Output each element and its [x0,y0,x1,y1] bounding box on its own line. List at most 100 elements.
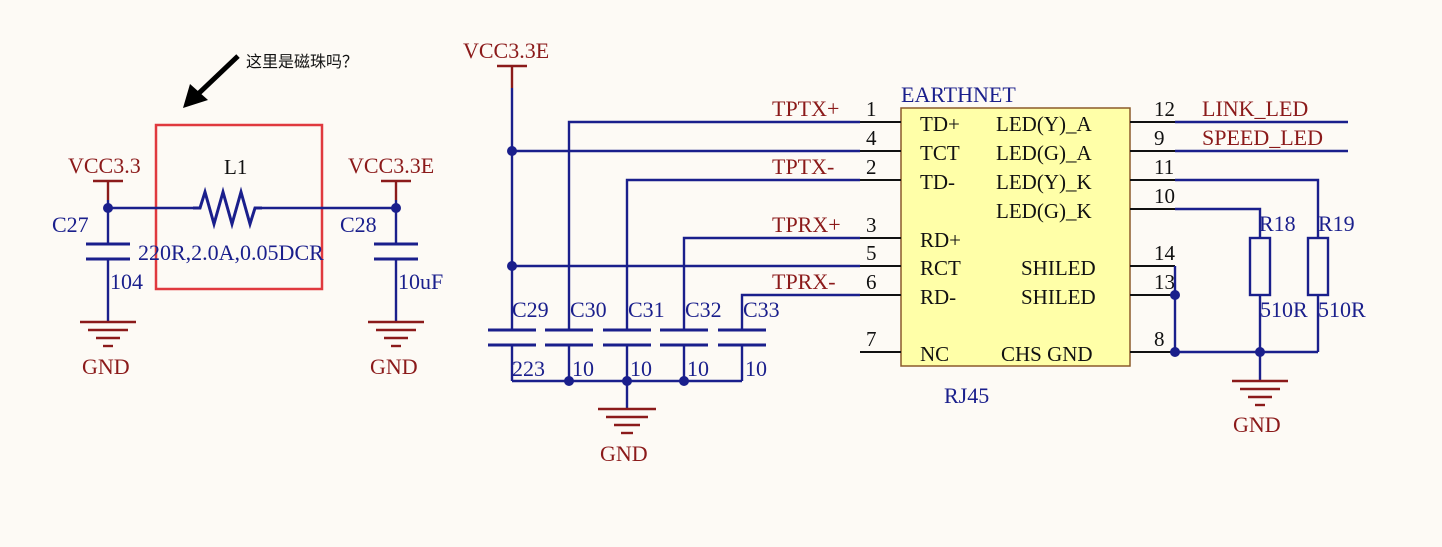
pin-14: 14 SHILED [1021,241,1176,280]
c31-ref: C31 [628,297,665,322]
capacitor-c33: C33 10 [718,297,780,381]
capacitor-c32: C32 10 [660,297,722,381]
pin-label: SHILED [1021,256,1096,280]
annotation-text: 这里是磁珠吗？ [246,52,358,71]
pin-7: 7 NC [860,327,949,366]
c30-value: 10 [572,356,594,381]
pin-label: RD+ [920,228,961,252]
connector-ref: RJ45 [944,383,989,408]
vcc33e-power-port-left: VCC3.3E [348,153,434,200]
c27-value: 104 [110,269,143,294]
pin-number: 14 [1154,241,1176,265]
c28-value: 10uF [398,269,443,294]
gnd-label: GND [1233,412,1281,437]
l1-value: 220R,2.0A,0.05DCR [138,240,324,265]
r19-value: 510R [1318,297,1366,322]
pin-12: 12 LED(Y)_A LINK_LED [996,96,1308,136]
pin-number: 5 [866,241,877,265]
junction-dot [103,203,113,213]
c29-value: 223 [512,356,545,381]
arrow-icon [183,54,240,108]
wire-rd-plus [682,236,860,330]
pin-label: NC [920,342,949,366]
pin-11: 11 LED(Y)_K [996,155,1175,194]
c28-ref: C28 [340,212,377,237]
pin-label: LED(G)_A [996,141,1092,165]
gnd-symbol: GND [368,320,424,379]
wire-rd-minus [740,293,860,330]
gnd-label: GND [600,441,648,466]
pin-number: 7 [866,327,877,351]
c33-value: 10 [745,356,767,381]
net-label: TPRX- [772,269,836,294]
gnd-symbol: GND [1232,379,1288,437]
wire-led-g-k [1175,207,1262,238]
l1-ref: L1 [224,155,247,179]
vcc33e-power-port-top: VCC3.3E [463,38,549,88]
junction-dot [1170,290,1180,300]
pin-6: 6 RD- TPRX- [772,269,956,309]
pin-number: 6 [866,270,877,294]
pin-label: LED(Y)_A [996,112,1092,136]
pin-3: 3 RD+ TPRX+ [772,212,961,252]
capacitor-c27: C27 104 [52,212,143,322]
pin-number: 8 [1154,327,1165,351]
net-label: LINK_LED [1202,96,1308,121]
pin-13: 13 SHILED [1021,270,1175,309]
pin-2: 2 TD- TPTX- [772,154,955,194]
pin-label: SHILED [1021,285,1096,309]
annotation: 这里是磁珠吗？ [183,52,358,108]
pin-label: RCT [920,256,961,280]
connector-name: EARTHNET [901,82,1016,107]
wire-td-plus [567,120,860,330]
wire-td-minus [625,178,860,330]
pin-number: 9 [1154,126,1165,150]
capacitor-c29: C29 223 [488,297,549,381]
vcc33-power-port: VCC3.3 [68,153,141,200]
c32-ref: C32 [685,297,722,322]
capacitor-c31: C31 10 [603,297,665,381]
c27-ref: C27 [52,212,89,237]
pin-8: 8 CHS GND [1001,327,1175,366]
connector-rj45: EARTHNET RJ45 1 TD+ TPTX+ 4 TCT 2 TD- TP… [772,82,1323,408]
resistor-r19: R19 510R [1306,211,1366,352]
c29-ref: C29 [512,297,549,322]
net-label: SPEED_LED [1202,125,1323,150]
pin-number: 2 [866,155,877,179]
pin-1: 1 TD+ TPTX+ [772,96,960,136]
net-label: TPTX- [772,154,834,179]
vcc33-label: VCC3.3 [68,153,141,178]
r18-ref: R18 [1259,211,1296,236]
pin-label: RD- [920,285,956,309]
capacitor-c30: C30 10 [545,297,607,381]
pin-label: TD- [920,170,955,194]
vcc33e-top-label: VCC3.3E [463,38,549,63]
junction-dot [564,376,574,386]
pin-number: 10 [1154,184,1175,208]
gnd-label: GND [370,354,418,379]
pin-number: 11 [1154,155,1174,179]
capacitor-c28: C28 10uF [340,212,443,322]
pin-number: 12 [1154,97,1175,121]
c31-value: 10 [630,356,652,381]
pin-label: CHS GND [1001,342,1093,366]
vcc33e-left-label: VCC3.3E [348,153,434,178]
net-label: TPRX+ [772,212,841,237]
c33-ref: C33 [743,297,780,322]
gnd-symbol: GND [598,407,656,466]
gnd-symbol: GND [80,320,136,379]
net-label: TPTX+ [772,96,839,121]
pin-9: 9 LED(G)_A SPEED_LED [996,125,1323,165]
c30-ref: C30 [570,297,607,322]
pin-number: 3 [866,213,877,237]
r19-ref: R19 [1318,211,1355,236]
junction-dot [679,376,689,386]
pin-label: TD+ [920,112,960,136]
gnd-label: GND [82,354,130,379]
c32-value: 10 [687,356,709,381]
pin-number: 1 [866,97,877,121]
r18-value: 510R [1260,297,1308,322]
pin-number: 13 [1154,270,1175,294]
pin-label: LED(Y)_K [996,170,1092,194]
